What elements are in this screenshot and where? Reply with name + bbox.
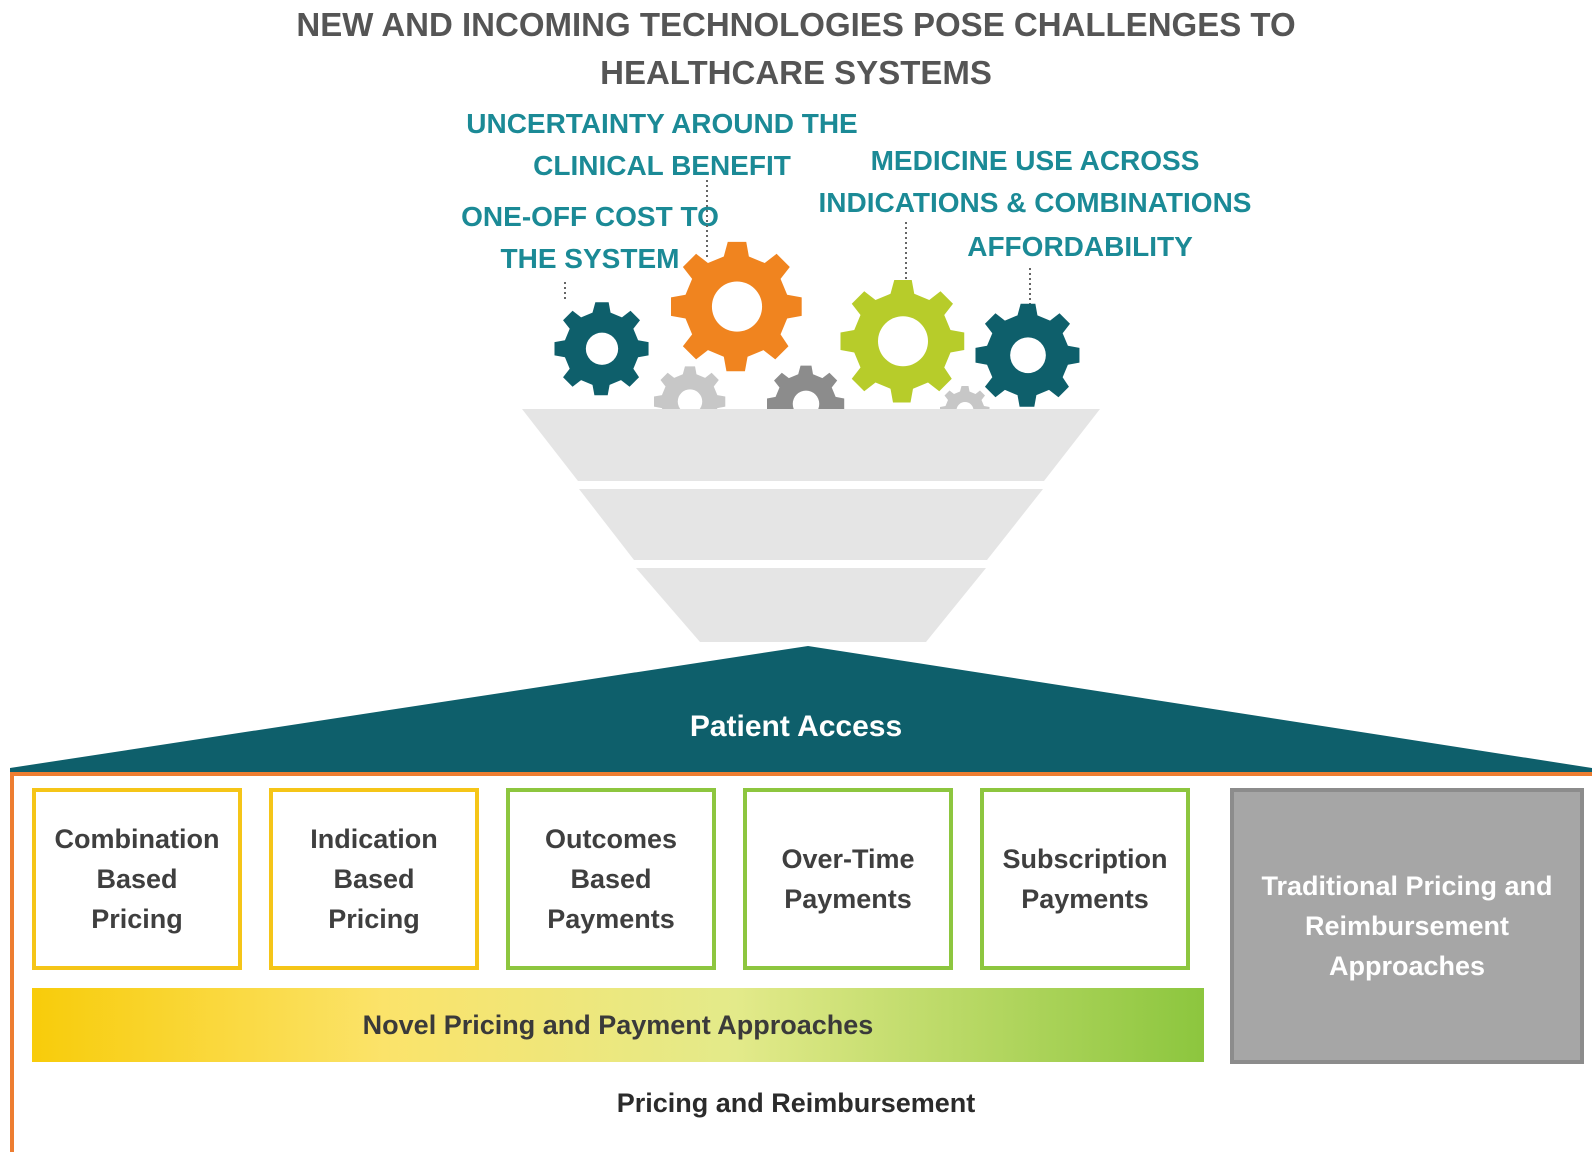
patient-access-label: Patient Access <box>689 710 903 743</box>
approach-label: Subscription Payments <box>1002 844 1168 914</box>
approach-subscription-payments: Subscription Payments <box>980 788 1190 970</box>
gear-icon <box>654 366 726 437</box>
patient-access-roof <box>10 646 1592 772</box>
challenge-medicine-use: MEDICINE USE ACROSS INDICATIONS & COMBIN… <box>818 145 1252 218</box>
approach-label: Indication Based Pricing <box>310 824 438 934</box>
gear-icon <box>975 303 1080 407</box>
pricing-and-reimbursement-label: Pricing and Reimbursement <box>616 1088 976 1118</box>
gear-icon <box>840 280 965 403</box>
pricing-frame <box>10 772 1592 1152</box>
approach-combination-based-pricing: Combination Based Pricing <box>32 788 242 970</box>
novel-approaches-label: Novel Pricing and Payment Approaches <box>362 1009 874 1040</box>
traditional-approaches-box: Traditional Pricing and Reimbursement Ap… <box>1230 788 1584 1064</box>
approach-label: Over-Time Payments <box>781 844 915 914</box>
funnel-tier-2 <box>579 489 1043 560</box>
challenge-one-off-cost: ONE-OFF COST TO THE SYSTEM <box>461 201 719 274</box>
traditional-approaches-label: Traditional Pricing and Reimbursement Ap… <box>1261 871 1553 981</box>
approach-label: Combination Based Pricing <box>54 824 220 934</box>
novel-approaches-bar: Novel Pricing and Payment Approaches <box>32 988 1204 1062</box>
gear-icon <box>671 241 802 372</box>
challenge-affordability: AFFORDABILITY <box>967 231 1193 262</box>
approach-over-time-payments: Over-Time Payments <box>743 788 953 970</box>
funnel-tier-1 <box>522 409 1100 481</box>
diagram-title-line-2: HEALTHCARE SYSTEMS <box>600 54 992 91</box>
gear-icon <box>554 302 649 396</box>
approach-label: Outcomes Based Payments <box>544 824 678 934</box>
funnel-graphic <box>522 180 1100 642</box>
diagram-title-line-1: NEW AND INCOMING TECHNOLOGIES POSE CHALL… <box>296 6 1296 43</box>
funnel-tier-3 <box>636 568 986 642</box>
challenge-uncertainty: UNCERTAINTY AROUND THE CLINICAL BENEFIT <box>466 108 858 181</box>
approach-indication-based-pricing: Indication Based Pricing <box>269 788 479 970</box>
approach-outcomes-based-payments: Outcomes Based Payments <box>506 788 716 970</box>
